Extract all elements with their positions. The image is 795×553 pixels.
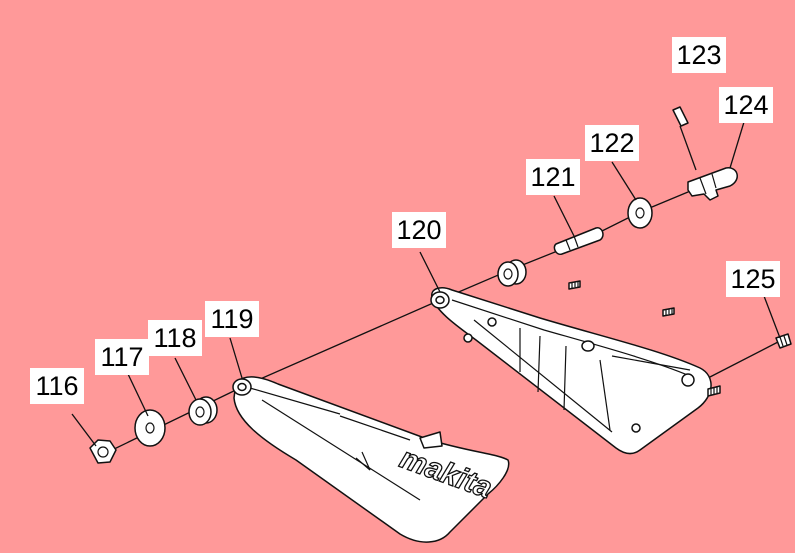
callout-123: 123 [672,37,726,73]
callout-117-text: 117 [100,342,143,372]
leader-116 [71,413,97,447]
axis-line-screw [707,341,779,379]
callout-123-text: 123 [676,40,721,70]
screw-small-c [707,385,721,397]
hole-120-inner [435,295,445,305]
screw-small-b [662,307,675,317]
callout-119: 119 [205,301,259,337]
inner-blade-case-120 [431,287,712,455]
callout-120: 120 [392,212,446,248]
leader-125 [763,295,781,339]
leader-124 [729,121,745,169]
outer-blade-case-119 [233,376,510,543]
callout-125: 125 [726,261,780,297]
leader-120 [419,251,441,293]
leader-118 [174,357,197,401]
screw-125 [775,333,792,349]
callout-122: 122 [585,125,639,161]
lock-lever-124 [687,167,738,201]
collar [497,259,527,287]
screw-small-a [568,280,581,290]
pin-123 [672,106,689,127]
leader-122 [611,161,637,201]
callout-116: 116 [30,368,84,404]
shaft-121 [553,227,604,256]
washer-122 [627,197,653,229]
leader-117 [127,373,149,417]
callout-124: 124 [719,87,773,123]
callout-125-text: 125 [730,264,775,294]
callout-124-text: 124 [723,90,768,120]
callout-119-text: 119 [210,304,253,334]
hole-119-inner [237,382,247,392]
callout-120-text: 120 [396,215,441,245]
leader-123 [679,125,697,171]
callout-117: 117 [95,339,149,375]
callout-116-text: 116 [35,371,78,401]
washer-117 [134,409,166,447]
callout-121: 121 [526,159,580,195]
leader-119 [229,337,243,379]
hex-nut-116 [89,439,117,464]
callout-118-text: 118 [153,323,196,353]
leader-121 [553,195,575,237]
callout-121-text: 121 [530,162,575,192]
callout-122-text: 122 [589,128,634,158]
bushing-118 [188,396,218,426]
callout-118: 118 [148,320,202,356]
